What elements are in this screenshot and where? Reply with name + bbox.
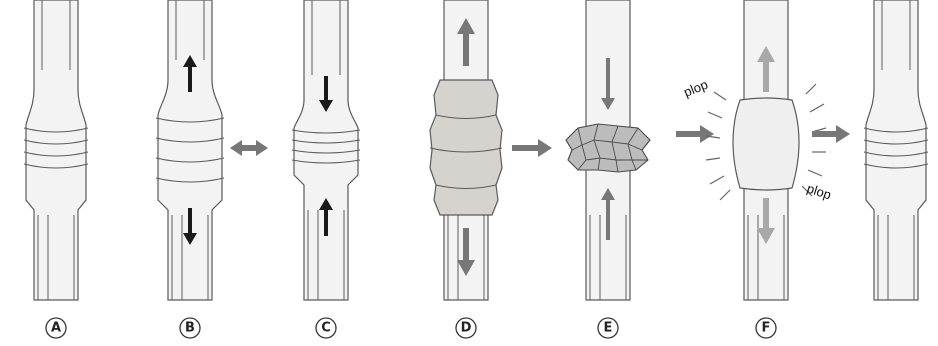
panel-label-b: B xyxy=(180,318,200,338)
panel-label-d: D xyxy=(456,318,476,338)
panel-label-e: E xyxy=(598,318,618,338)
right-arrow-icon xyxy=(812,125,850,143)
double-arrow-icon xyxy=(230,140,268,156)
panel-label-a: A xyxy=(46,318,66,338)
panel-label-f: F xyxy=(756,318,776,338)
gas-bubble xyxy=(733,98,799,190)
panel-e-joint xyxy=(566,0,650,300)
panel-label-d-text: D xyxy=(461,321,472,336)
panel-f-joint: plop plop xyxy=(682,0,834,300)
panel-d-joint xyxy=(430,0,502,300)
panel-label-b-text: B xyxy=(185,321,195,336)
panel-b-joint xyxy=(156,0,224,300)
cavity xyxy=(430,80,502,215)
panel-label-c: C xyxy=(316,318,336,338)
panel-label-c-text: C xyxy=(321,321,331,336)
panel-label-a-text: A xyxy=(51,321,61,336)
plop-label-top: plop xyxy=(682,77,710,100)
panel-label-e-text: E xyxy=(604,321,613,336)
panel-a-joint xyxy=(24,0,88,300)
plop-label-bottom: plop xyxy=(805,181,833,203)
right-arrow-icon xyxy=(676,125,714,143)
panel-c-joint xyxy=(292,0,360,300)
right-arrow-icon xyxy=(512,139,552,157)
panel-label-f-text: F xyxy=(762,321,771,336)
panel-final-joint xyxy=(864,0,928,300)
